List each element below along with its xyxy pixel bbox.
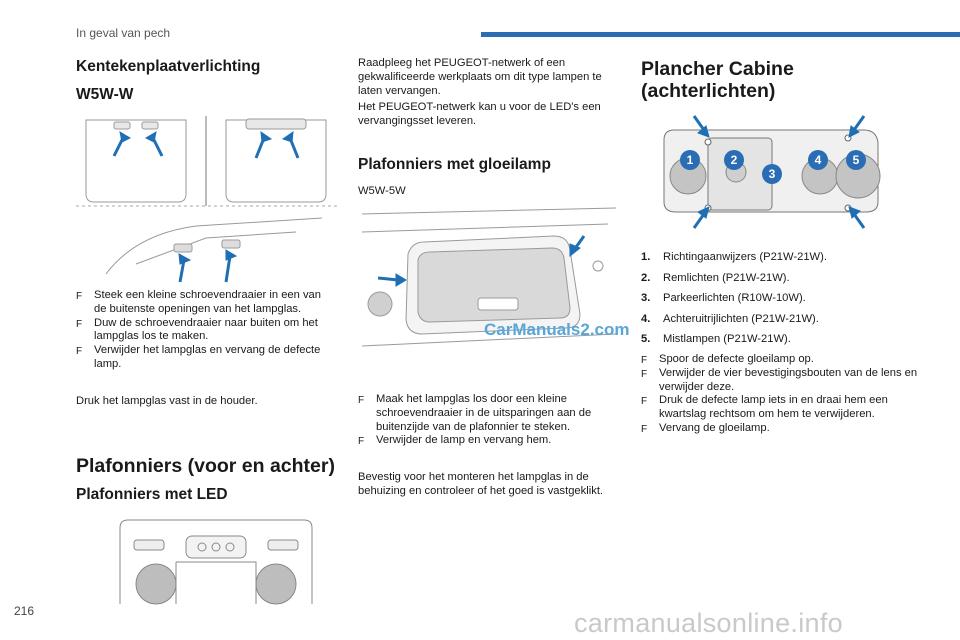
list-item: 2.Remlichten (P21W-21W). bbox=[641, 271, 790, 284]
lamp-type-label: W5W-5W bbox=[358, 185, 406, 197]
led-plafonnier-illustration bbox=[119, 519, 313, 605]
paragraph-refit: Bevestig voor het monteren het lampglas … bbox=[358, 471, 604, 497]
callout-badge bbox=[680, 150, 700, 170]
heading-w5w: W5W-W bbox=[76, 86, 134, 103]
image-watermark: CarManuals2.com bbox=[484, 320, 630, 339]
callout-label: 5 bbox=[853, 153, 860, 167]
list-item: 3.Parkeerlichten (R10W-10W). bbox=[641, 292, 806, 304]
list-item: 1.Richtingaanwijzers (P21W-21W). bbox=[641, 251, 827, 263]
callout-badge bbox=[846, 150, 866, 170]
callout-badge bbox=[808, 150, 828, 170]
bullet-icon: F bbox=[76, 346, 83, 358]
heading-led: Plafonniers met LED bbox=[76, 486, 228, 503]
rear-light-illustration: 1 2 3 4 5 bbox=[663, 115, 881, 229]
heading-license-plate: Kentekenplaatverlichting bbox=[76, 58, 261, 75]
paragraph-led-kit: Het PEUGEOT-netwerk kan u voor de LED's … bbox=[358, 101, 601, 127]
list-item: 4.Achteruitrijlichten (P21W-21W). bbox=[641, 312, 819, 325]
heading-cabin: Plancher Cabine (achterlichten) bbox=[641, 58, 794, 102]
bullet-icon: F bbox=[641, 423, 648, 435]
bullet-icon: F bbox=[641, 355, 648, 366]
heading-glow-lamp: Plafonniers met gloeilamp bbox=[358, 156, 551, 173]
heading-plafonniers: Plafonniers (voor en achter) bbox=[76, 455, 335, 477]
callout-label: 4 bbox=[815, 153, 822, 167]
running-header: In geval van pech bbox=[76, 26, 171, 40]
license-plate-lamp-illustration bbox=[76, 116, 338, 283]
glow-lamp-plafonnier-illustration bbox=[361, 207, 617, 347]
bullet-icon: F bbox=[641, 368, 648, 380]
page-number: 216 bbox=[14, 604, 35, 618]
paragraph-consult: Raadpleeg het PEUGEOT-netwerk of een gek… bbox=[358, 57, 602, 97]
bullet-icon: F bbox=[641, 396, 648, 408]
callout-label: 3 bbox=[769, 167, 776, 181]
callout-badge bbox=[724, 150, 744, 170]
callout-badge bbox=[762, 164, 782, 184]
bullet-icon: F bbox=[76, 291, 83, 302]
callout-label: 2 bbox=[731, 153, 738, 167]
bullet-icon: F bbox=[358, 395, 365, 406]
bullet-icon: F bbox=[76, 318, 83, 330]
header-bar bbox=[481, 32, 960, 37]
callout-label: 1 bbox=[687, 153, 694, 167]
list-item: 5.Mistlampen (P21W-21W). bbox=[641, 333, 791, 345]
press-instruction: Druk het lampglas vast in de houder. bbox=[76, 395, 258, 407]
bullet-icon: F bbox=[358, 436, 365, 448]
footer-watermark: carmanualsonline.info bbox=[574, 608, 843, 638]
